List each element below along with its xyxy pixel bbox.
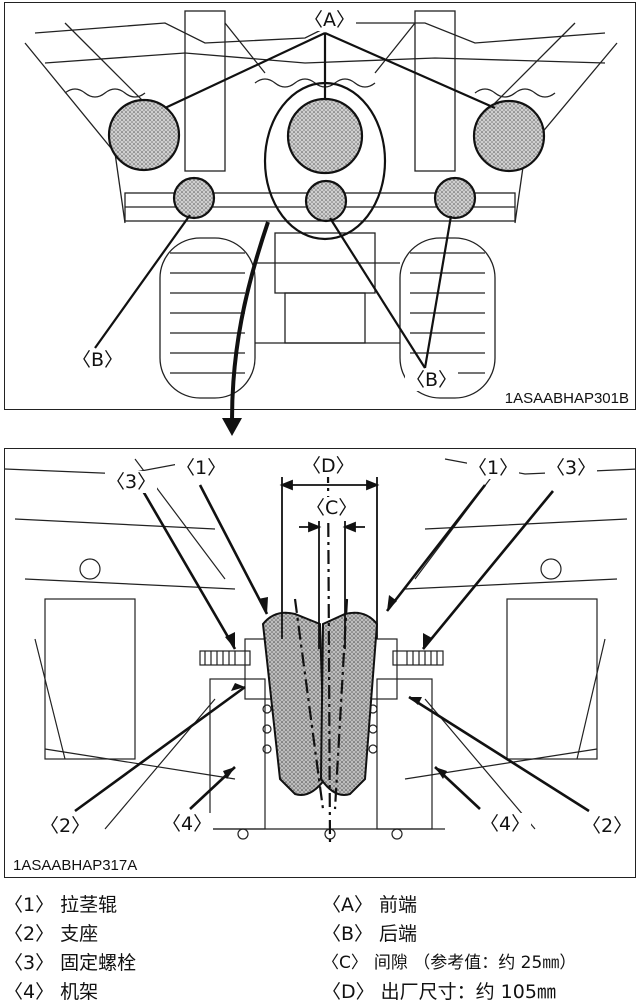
top-diagram-panel: 〈A〉 〈B〉 〈B〉 1ASAABHAP301B bbox=[4, 2, 636, 410]
bottom-diagram-panel: 〈D〉 〈C〉 〈1〉 〈1〉 〈3〉 〈3〉 〈2〉 〈2〉 〈4〉 〈4〉 … bbox=[4, 448, 636, 878]
label-1-left: 〈1〉 bbox=[175, 457, 228, 479]
label-b-right: 〈B〉 bbox=[405, 369, 459, 391]
legend-item: 〈4〉机架 bbox=[4, 981, 99, 1003]
legend-item: 〈2〉支座 bbox=[4, 923, 99, 945]
bottom-rollers-drawing bbox=[5, 458, 635, 845]
label-a: 〈A〉 bbox=[303, 9, 356, 31]
legend-item: 〈C〉间隙 （参考值：约 25㎜） bbox=[322, 953, 577, 973]
label-b-left: 〈B〉 bbox=[71, 349, 125, 371]
top-diagram-code: 1ASAABHAP301B bbox=[502, 390, 631, 407]
legend-item: 〈A〉前端 bbox=[322, 894, 418, 916]
legend-item: 〈D〉出厂尺寸：约 105㎜ bbox=[322, 981, 556, 1003]
label-4-right: 〈4〉 bbox=[479, 813, 532, 835]
top-machine-drawing bbox=[24, 10, 618, 399]
label-2-left: 〈2〉 bbox=[39, 815, 92, 837]
label-d: 〈D〉 bbox=[301, 455, 356, 477]
label-1-right: 〈1〉 bbox=[467, 457, 520, 479]
legend-item: 〈3〉固定螺栓 bbox=[4, 952, 137, 974]
label-c: 〈C〉 bbox=[305, 497, 359, 519]
legend: 〈1〉拉茎辊 〈2〉支座 〈3〉固定螺栓 〈4〉机架 〈A〉前端 〈B〉后端 〈… bbox=[0, 893, 640, 1008]
label-3-right: 〈3〉 bbox=[545, 457, 598, 479]
legend-item: 〈1〉拉茎辊 bbox=[4, 894, 118, 916]
label-4-left: 〈4〉 bbox=[161, 813, 214, 835]
label-2-right: 〈2〉 bbox=[581, 815, 634, 837]
label-3-left: 〈3〉 bbox=[105, 471, 158, 493]
bottom-diagram-code: 1ASAABHAP317A bbox=[11, 857, 140, 874]
legend-item: 〈B〉后端 bbox=[322, 923, 418, 945]
